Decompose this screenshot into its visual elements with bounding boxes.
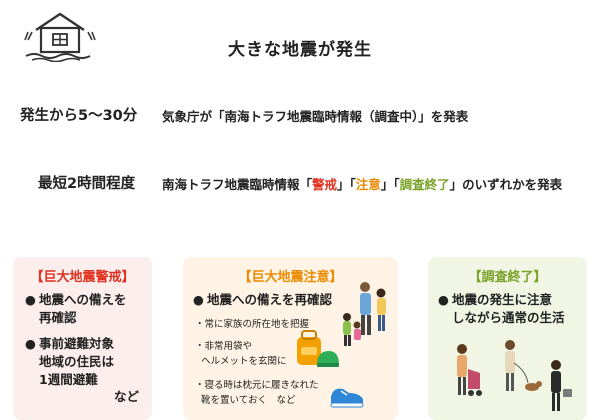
timeline-text-investigating: 気象庁が「南海トラフ地震臨時情報（調査中）」を発表 <box>162 106 468 125</box>
card-title: 【調査終了】 <box>428 266 587 285</box>
keyword-caution: 注意 <box>356 177 381 192</box>
card-megaquake-caution: 【巨大地震注意】 ● 地震への備えを再確認 ・常に家族の所在地を把握 ・非常用袋… <box>183 257 398 420</box>
list-item: ● 事前避難対象 地域の住民は 1週間避難 <box>25 335 114 389</box>
bullet-icon: ● <box>193 291 204 309</box>
list-item: ● 地震の発生に注意 しながら通常の生活 <box>438 291 565 327</box>
sub-item: ・寝る時は枕元に履きなれた 靴を置いておく など <box>195 378 319 408</box>
sub-item: ・非常用袋や ヘルメットを玄関に <box>195 339 287 369</box>
emergency-bag-icon <box>293 327 339 371</box>
announcement-separator: 」「 <box>381 177 400 192</box>
timeline-label-5-30min: 発生から5～30分 <box>20 104 137 125</box>
bullet-text: 事前避難対象 地域の住民は 1週間避難 <box>25 335 114 389</box>
card-title: 【巨大地震警戒】 <box>13 266 152 285</box>
list-item: ● 地震への備えを再確認 <box>193 291 332 309</box>
bullet-icon: ● <box>438 291 449 309</box>
announcement-suffix: 」のいずれかを発表 <box>450 177 563 192</box>
bullet-icon: ● <box>25 335 36 353</box>
bullet-text: 地震への備えを再確認 <box>193 291 332 309</box>
announcement-separator: 」「 <box>337 177 356 192</box>
announcement-prefix: 南海トラフ地震臨時情報「 <box>162 177 312 192</box>
bullet-text: 地震の発生に注意 しながら通常の生活 <box>438 291 565 327</box>
card-megaquake-warning: 【巨大地震警戒】 ● 地震への備えを 再確認 ● 事前避難対象 地域の住民は 1… <box>13 257 152 420</box>
timeline-text-announcement: 南海トラフ地震臨時情報「警戒」「注意」「調査終了」のいずれかを発表 <box>162 174 562 193</box>
timeline-label-2h: 最短2時間程度 <box>38 172 135 193</box>
bullet-text: 地震への備えを 再確認 <box>25 291 127 327</box>
list-item: ● 地震への備えを 再確認 <box>25 291 127 327</box>
card-investigation-complete: 【調査終了】 ● 地震の発生に注意 しながら通常の生活 <box>428 257 587 420</box>
note-text: など <box>114 388 139 406</box>
keyword-complete: 調査終了 <box>400 177 450 192</box>
keyword-warning: 警戒 <box>312 177 337 192</box>
page-title: 大きな地震が発生 <box>0 35 600 60</box>
bullet-icon: ● <box>25 291 36 309</box>
shoes-icon <box>329 381 369 409</box>
sub-item: ・常に家族の所在地を把握 <box>195 317 309 332</box>
daily-life-illustration <box>440 339 580 417</box>
